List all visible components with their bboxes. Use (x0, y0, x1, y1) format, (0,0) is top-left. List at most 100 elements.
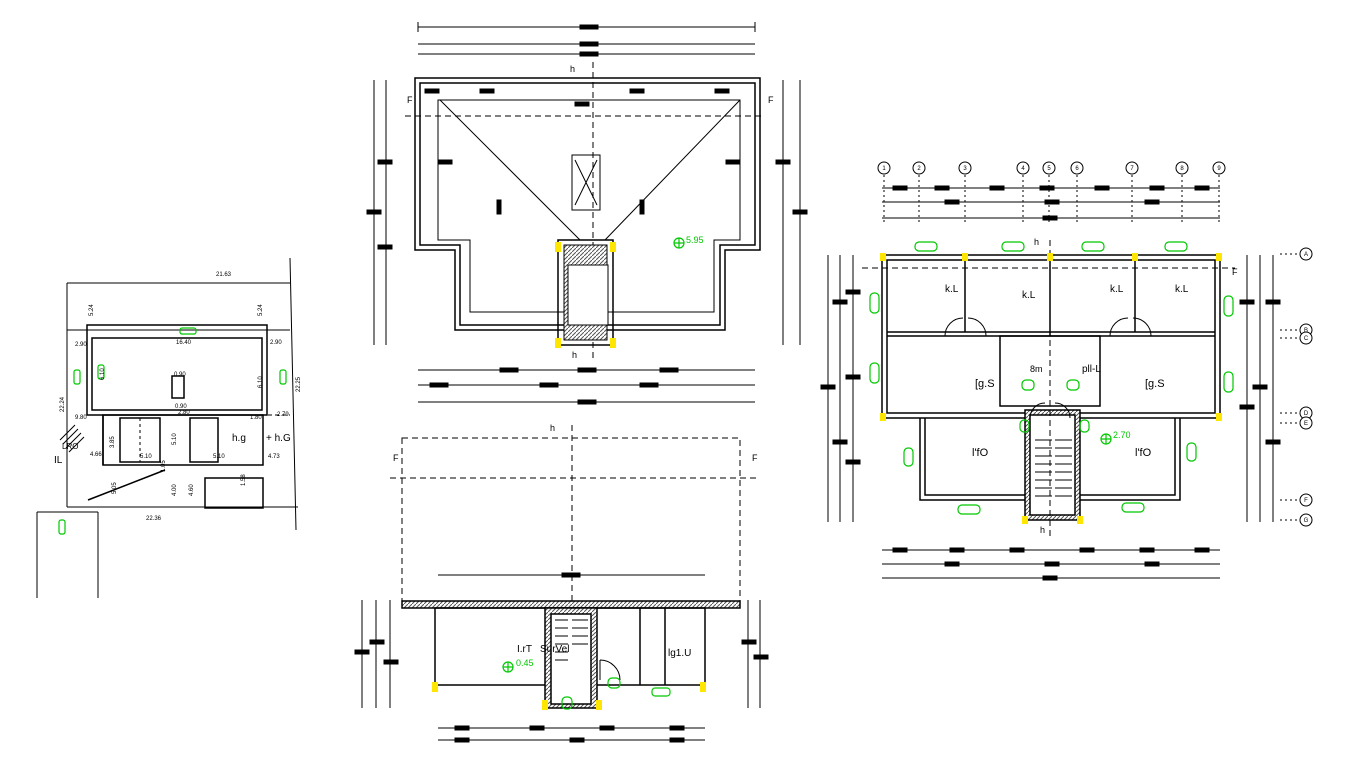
grid-label: A (1304, 252, 1308, 258)
ground-plan-labels: 0.45 h F F I.rT SurVel lg1.U (393, 423, 758, 668)
grid-label: G (1304, 518, 1309, 524)
dim-text: 2.79 (277, 412, 289, 418)
room-label: k.L (945, 284, 959, 295)
room-label: l'fO (1135, 447, 1152, 459)
dim-text: 5.24 (89, 304, 95, 316)
green-tags (58, 241, 1234, 710)
room-label: SurVel (540, 644, 569, 655)
dim-text: 2.90 (270, 340, 282, 346)
grid-label: 8 (1180, 166, 1184, 172)
floor-side-dims (820, 255, 1281, 522)
roof-dim-lines-top (417, 22, 756, 57)
ground-dims (354, 600, 769, 743)
grid-label: 6 (1075, 166, 1079, 172)
floor-bottom-dims (882, 547, 1220, 581)
dim-text: 4.00 (172, 484, 178, 496)
grid-label: 9 (1217, 166, 1221, 172)
room-label: IL (54, 455, 63, 466)
dim-text: 1.58 (241, 474, 247, 486)
dim-text: 5.10 (140, 454, 152, 460)
dim-text: 4.66 (90, 452, 102, 458)
side-marker: F (752, 453, 758, 463)
grid-label: 5 (1047, 166, 1051, 172)
floor-yellow-posts (880, 253, 1222, 524)
dim-text: 5.24 (258, 304, 264, 316)
room-label: pll-L (1082, 364, 1101, 375)
room-label: lg1.U (668, 648, 691, 659)
side-marker: F (393, 453, 399, 463)
side-marker: F (1232, 267, 1238, 277)
room-label: k.L (1175, 284, 1189, 295)
dim-text: 4.60 (189, 484, 195, 496)
floor-plan-labels: 2.70 h h F k.L k.L k.L k.L [g.S [g.S l'f… (945, 237, 1238, 535)
dim-text: 0.90 (174, 372, 186, 378)
dim-text: 21.63 (216, 272, 232, 278)
floor-walls (881, 254, 1221, 521)
room-label: 8m (1030, 364, 1043, 374)
section-marker: h (570, 64, 575, 74)
grid-label: C (1304, 336, 1309, 342)
site-plan (36, 257, 298, 598)
room-label: LRO (62, 442, 78, 451)
room-label: h.g (232, 433, 246, 444)
level-value: 5.95 (686, 235, 704, 245)
site-plan-dim-text: 21.63 5.24 5.24 2.90 16.40 2.90 6.10 6.1… (60, 272, 302, 522)
grid-label: B (1304, 328, 1308, 334)
grid-label: 4 (1021, 166, 1025, 172)
section-marker: h (1034, 237, 1039, 247)
roof-dim-lines-bottom (418, 367, 755, 405)
grid-label: E (1304, 421, 1308, 427)
room-label: + h.G (266, 433, 291, 444)
dim-text: 1.80 (250, 415, 262, 421)
grid-label: 1 (882, 166, 886, 172)
section-marker: h (550, 423, 555, 433)
level-value: 0.45 (516, 658, 534, 668)
dim-text: 6.10 (100, 368, 106, 380)
room-label: k.L (1022, 290, 1036, 301)
dim-text: 5.10 (172, 433, 178, 445)
dim-text: 22.24 (60, 396, 66, 412)
grid-label: 2 (917, 166, 921, 172)
roof-plan-labels: 5.95 h h F F (407, 64, 774, 360)
grid-label: D (1304, 411, 1309, 417)
dim-text: 6.10 (258, 376, 264, 388)
level-value: 2.70 (1113, 430, 1131, 440)
grid-label: F (1304, 498, 1308, 504)
roof-vertical-dims (366, 80, 808, 345)
dim-text: 16.40 (176, 340, 192, 346)
section-marker: h (572, 350, 577, 360)
room-label: k.L (1110, 284, 1124, 295)
grid-bubbles-right (1299, 247, 1313, 527)
room-label: l'fO (972, 447, 989, 459)
dim-text: 1.05 (161, 460, 167, 472)
grid-bubbles-top (877, 161, 1226, 175)
room-label: [g.S (1145, 378, 1165, 390)
room-label: [g.S (975, 378, 995, 390)
dim-text: 22.25 (296, 376, 302, 392)
grid-label: 3 (963, 166, 967, 172)
dim-text: 5.05 (112, 482, 118, 494)
grid-label: 7 (1130, 166, 1134, 172)
grid-labels-right: A B C D E F G (1304, 252, 1309, 524)
grid-labels-top: 1 2 3 4 5 6 7 8 9 (882, 166, 1221, 172)
room-label: I.rT (517, 644, 532, 655)
dim-text: 3.85 (110, 436, 116, 448)
site-plan-labels: h.g + h.G IL LRO (54, 433, 291, 466)
floor-grid-ticks (883, 175, 1300, 521)
floor-stairs (1035, 439, 1072, 497)
site-boundary (36, 257, 298, 598)
ground-plan-rooms (434, 607, 706, 709)
side-marker: F (768, 95, 774, 105)
roof-stair-shaft (557, 154, 614, 346)
floor-doors (944, 317, 1152, 419)
dim-text: 2.90 (75, 342, 87, 348)
floor-plan (820, 175, 1300, 581)
roof-outline (414, 77, 761, 331)
dim-text: 2.80 (178, 410, 190, 416)
section-marker: h (1040, 525, 1045, 535)
dim-text: 0.90 (175, 404, 187, 410)
dim-text: 22.36 (146, 516, 162, 522)
floor-top-dims (882, 185, 1220, 221)
ground-stairs (555, 619, 588, 661)
